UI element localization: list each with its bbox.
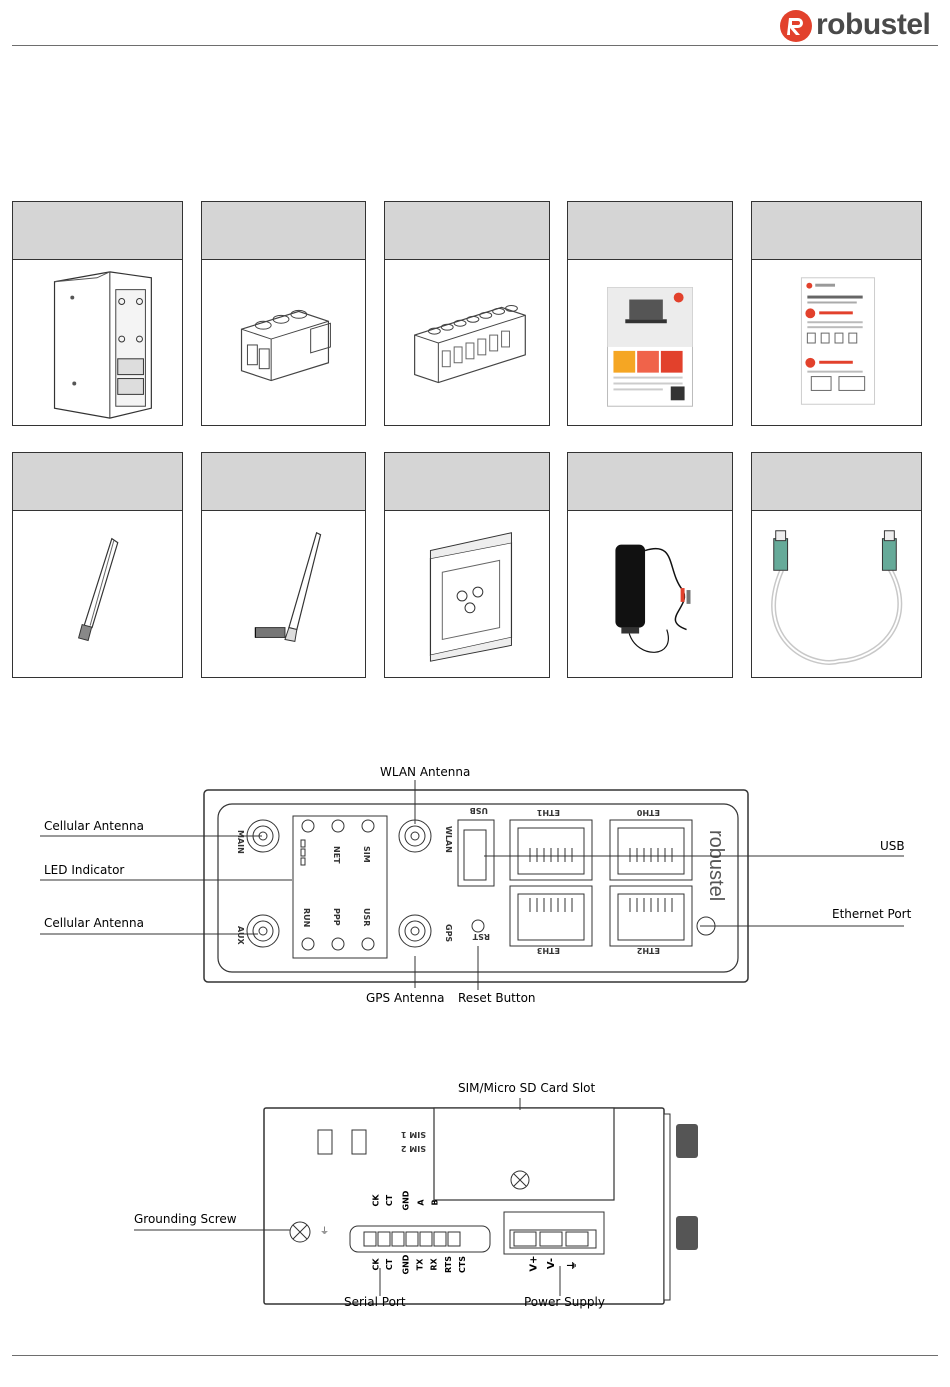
svg-text:⏚: ⏚ xyxy=(320,1226,329,1237)
item-poster xyxy=(567,201,733,426)
item-din-rail-bracket xyxy=(384,452,550,678)
callout-ethernet-port: Ethernet Port xyxy=(832,907,912,921)
bottom-panel-leader-lines xyxy=(134,1098,561,1296)
silk-main: MAIN xyxy=(236,830,245,854)
footer-rule xyxy=(12,1355,938,1356)
item-header xyxy=(13,453,182,511)
item-router xyxy=(12,201,183,426)
item-serial-terminal-block xyxy=(384,201,550,426)
item-quick-start-guide xyxy=(751,201,922,426)
silk-eth2: ETH2 xyxy=(637,946,660,955)
callout-usb: USB xyxy=(880,839,905,853)
bottom-panel-device: SIM 1 SIM 2 ⏚ xyxy=(263,1107,698,1305)
item-stubby-antenna xyxy=(12,452,183,678)
item-header xyxy=(202,453,365,511)
callout-reset-button: Reset Button xyxy=(458,991,536,1005)
item-header xyxy=(752,453,921,511)
silk-eth0: ETH0 xyxy=(636,808,660,817)
silk-sim2: SIM 2 xyxy=(401,1144,426,1153)
item-header xyxy=(202,202,365,260)
din-rail-bracket-illustration xyxy=(429,532,513,662)
stubby-antenna-illustration xyxy=(77,537,119,642)
item-ethernet-cable xyxy=(751,452,922,678)
silk-eth1: ETH1 xyxy=(536,808,560,817)
silk-eth3: ETH3 xyxy=(537,946,560,955)
item-header xyxy=(568,202,732,260)
item-header xyxy=(752,202,921,260)
silk-usr: USR xyxy=(362,908,371,926)
item-power-terminal-block xyxy=(201,201,366,426)
silk-rst: RST xyxy=(472,932,490,941)
item-header xyxy=(385,453,549,511)
callout-power-supply: Power Supply xyxy=(524,1295,605,1309)
front-panel-device: MAIN AUX WLAN GPS NET SIM RUN PPP USR US… xyxy=(203,789,749,983)
item-header xyxy=(13,202,182,260)
silk-brand: robustel xyxy=(705,830,727,901)
item-power-adapter xyxy=(567,452,733,678)
silk-gps: GPS xyxy=(444,924,453,942)
poster-illustration xyxy=(607,287,693,407)
robustel-logo: robustel xyxy=(778,8,938,44)
item-header xyxy=(568,453,732,511)
header-rule xyxy=(12,45,938,46)
silk-run: RUN xyxy=(302,908,311,927)
silk-wlan: WLAN xyxy=(444,826,453,853)
silk-sim1: SIM 1 xyxy=(401,1130,426,1139)
silk-sim: SIM xyxy=(362,846,371,863)
router-illustration xyxy=(53,271,152,419)
callout-cellular-antenna-main: Cellular Antenna xyxy=(44,819,144,833)
callout-sim-slot: SIM/Micro SD Card Slot xyxy=(458,1081,596,1095)
silk-usb: USB xyxy=(470,806,488,815)
brand-name: robustel xyxy=(816,8,931,41)
item-header xyxy=(385,202,549,260)
item-whip-antenna xyxy=(201,452,366,678)
silk-ppp: PPP xyxy=(332,908,341,926)
callout-serial-port: Serial Port xyxy=(344,1295,406,1309)
callout-wlan-antenna: WLAN Antenna xyxy=(380,765,471,779)
quick-start-guide-illustration xyxy=(800,277,876,405)
callout-gps-antenna: GPS Antenna xyxy=(366,991,445,1005)
callout-cellular-antenna-aux: Cellular Antenna xyxy=(44,916,144,930)
ethernet-cable-illustration xyxy=(771,530,903,665)
silk-net: NET xyxy=(332,846,341,864)
terminal-block-7pin-illustration xyxy=(414,304,526,384)
front-panel-leader-lines xyxy=(40,780,904,990)
whip-antenna-illustration xyxy=(254,531,322,643)
terminal-block-3pin-illustration xyxy=(240,309,331,382)
callout-led-indicator: LED Indicator xyxy=(44,863,125,877)
robustel-logo-icon xyxy=(780,10,812,42)
silk-aux: AUX xyxy=(236,926,245,945)
power-adapter-illustration xyxy=(615,544,691,653)
callout-grounding-screw: Grounding Screw xyxy=(134,1212,237,1226)
